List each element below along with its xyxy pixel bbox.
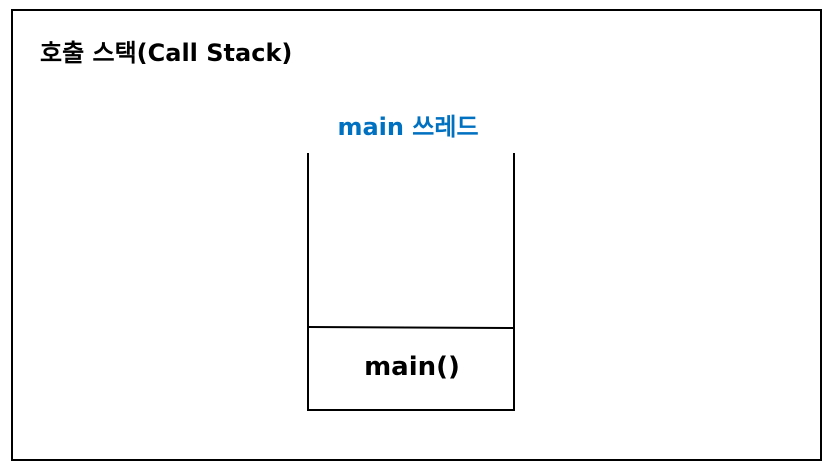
thread-label: main 쓰레드: [337, 113, 479, 141]
stack-frame-divider: [307, 326, 515, 329]
diagram-title: 호출 스택(Call Stack): [40, 39, 293, 67]
stack-frame-main: main(): [364, 352, 460, 382]
diagram-border: [11, 9, 822, 461]
